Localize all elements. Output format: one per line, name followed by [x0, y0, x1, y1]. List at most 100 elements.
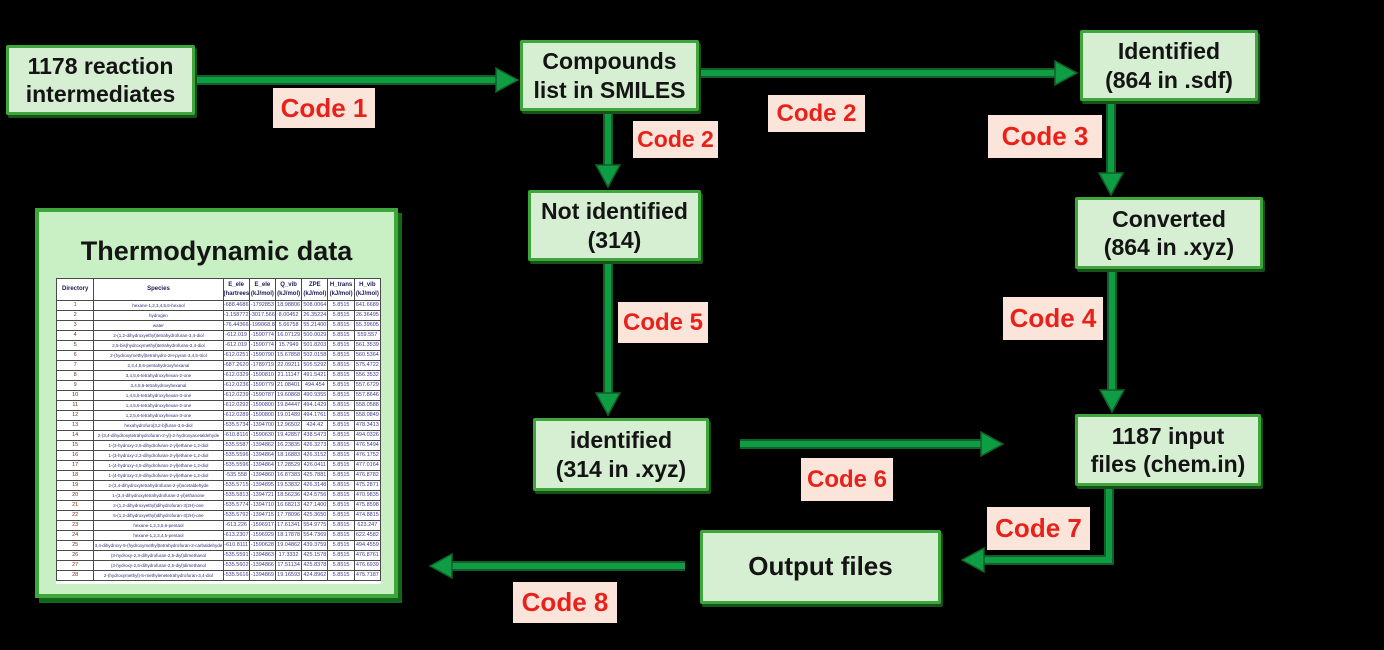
- table-cell: 494.1429: [301, 400, 329, 411]
- table-row: 26(3-hydroxy-2,3-dihydrofuran-2,5-diyl)d…: [55, 550, 382, 561]
- table-column-header: E_ele(hartrees): [222, 278, 250, 301]
- table-cell: -535.5596: [222, 460, 250, 471]
- table-cell: 425.8378: [301, 560, 329, 571]
- table-cell: -1394721: [248, 490, 277, 501]
- table-cell: 558.0588: [353, 400, 382, 411]
- code3-label: Code 3: [988, 115, 1102, 158]
- table-cell: 16: [55, 450, 95, 461]
- table-cell: 5.8515: [327, 370, 355, 381]
- table-column-header: H_vib(kJ/mol): [353, 278, 382, 301]
- box-output-files: Output files: [700, 530, 941, 604]
- box-label-line: 1187 input: [1111, 422, 1225, 449]
- table-cell: -1394869: [248, 570, 277, 581]
- table-cell: 19.60868: [274, 390, 303, 401]
- table-cell: -1596917: [248, 520, 277, 531]
- table-cell: 3: [55, 320, 95, 331]
- table-column-header: H_trans(kJ/mol): [327, 278, 355, 301]
- table-cell: 5.8515: [327, 530, 355, 541]
- table-cell: 2-(3,4-dihydroxytetrahydrofuran-2-yl)ace…: [93, 480, 224, 491]
- table-cell: 5.8515: [327, 440, 355, 451]
- table-cell: -1596929: [248, 530, 277, 541]
- table-cell: 17.3332: [274, 550, 303, 561]
- table-cell: 470.9835: [353, 490, 382, 501]
- table-cell: 20: [55, 490, 95, 501]
- table-cell: 19: [55, 480, 95, 491]
- table-cell: -610.8111: [222, 540, 250, 551]
- table-cell: 10: [55, 390, 95, 401]
- table-cell: 556.3532: [353, 370, 382, 381]
- table-cell: -1394862: [248, 440, 277, 451]
- box-label-line: Converted: [1112, 205, 1226, 232]
- table-cell: -1394860: [248, 470, 277, 481]
- table-cell: -76.44366: [222, 320, 250, 331]
- code5-label: Code 5: [618, 302, 708, 343]
- table-cell: 1,4,5,6-tetrahydroxyhexan-3-one: [93, 390, 224, 401]
- table-cell: hexane-1,2,3,5,6-pentaol: [93, 520, 224, 531]
- table-cell: 18.16883: [274, 450, 303, 461]
- table-cell: -535.5715: [222, 480, 250, 491]
- table-cell: 1,2,5,6-tetrahydroxyhexan-3-one: [93, 410, 224, 421]
- table-cell: 19.16593: [274, 570, 303, 581]
- table-cell: 557.8646: [353, 390, 382, 401]
- table-cell: 4: [55, 330, 95, 341]
- table-cell: 5.8515: [327, 420, 355, 431]
- code6-label: Code 6: [801, 458, 893, 501]
- table-cell: 5.8515: [327, 480, 355, 491]
- table-cell: 5.8515: [327, 410, 355, 421]
- table-cell: -1.158772: [222, 310, 250, 321]
- table-cell: -535.5602: [222, 560, 250, 571]
- table-cell: -1394895: [248, 480, 277, 491]
- table-cell: 5.8515: [327, 570, 355, 581]
- table-cell: 1-(4-hydroxy-4,5-dihydrofuran-2-yl)ethan…: [93, 460, 224, 471]
- table-cell: 558.0849: [353, 410, 382, 421]
- table-cell: 476.5494: [353, 440, 382, 451]
- table-column-header: Q_vib(kJ/mol): [274, 278, 303, 301]
- table-cell: -1590630: [248, 430, 277, 441]
- table-cell: 641.6689: [353, 300, 382, 311]
- table-cell: 26.35224: [301, 310, 329, 321]
- table-cell: 425.3650: [301, 510, 329, 521]
- code4-label: Code 4: [1003, 297, 1103, 340]
- table-cell: 25: [55, 540, 95, 551]
- table-cell: 557.6729: [353, 380, 382, 391]
- table-cell: 2: [55, 310, 95, 321]
- table-cell: 21.08401: [274, 380, 303, 391]
- table-cell: 5-(1,2-dihydroxyethyl)dihydrofuran-3(2H)…: [93, 510, 224, 521]
- panel-title: Thermodynamic data: [80, 236, 353, 266]
- table-cell: -1394864: [248, 460, 277, 471]
- table-cell: -1792853: [248, 300, 277, 311]
- table-cell: 426.3273: [301, 440, 329, 451]
- table-cell: -535.5587: [222, 440, 250, 451]
- table-cell: -612.0239: [222, 390, 250, 401]
- table-cell: 5.66758: [274, 320, 303, 331]
- table-cell: 5.8515: [327, 510, 355, 521]
- code1-label: Code 1: [273, 88, 375, 128]
- table-cell: 559.557: [353, 330, 382, 341]
- table-cell: 5.8515: [327, 310, 355, 321]
- table-cell: 2-(1,2-dihydroxyethyl)dihydrofuran-3(2H)…: [93, 500, 224, 511]
- table-cell: 476.8761: [353, 550, 382, 561]
- table-cell: 5.8515: [327, 320, 355, 331]
- table-cell: 554.7369: [301, 530, 329, 541]
- table-cell: 6: [55, 350, 95, 361]
- table-cell: 502.0158: [301, 350, 329, 361]
- table-row: 27(3-hydroxy-2,5-dihydrofuran-2,5-diyl)d…: [55, 560, 382, 571]
- table-cell: -1789719: [248, 360, 277, 371]
- table-cell: 575.4722: [353, 360, 382, 371]
- table-cell: -1590800: [248, 410, 277, 421]
- table-cell: -199068.8: [248, 320, 277, 331]
- arrow-code3: [1097, 101, 1125, 197]
- table-cell: -535.558: [222, 470, 250, 481]
- table-cell: 476.1752: [353, 450, 382, 461]
- table-cell: -535.5591: [222, 550, 250, 561]
